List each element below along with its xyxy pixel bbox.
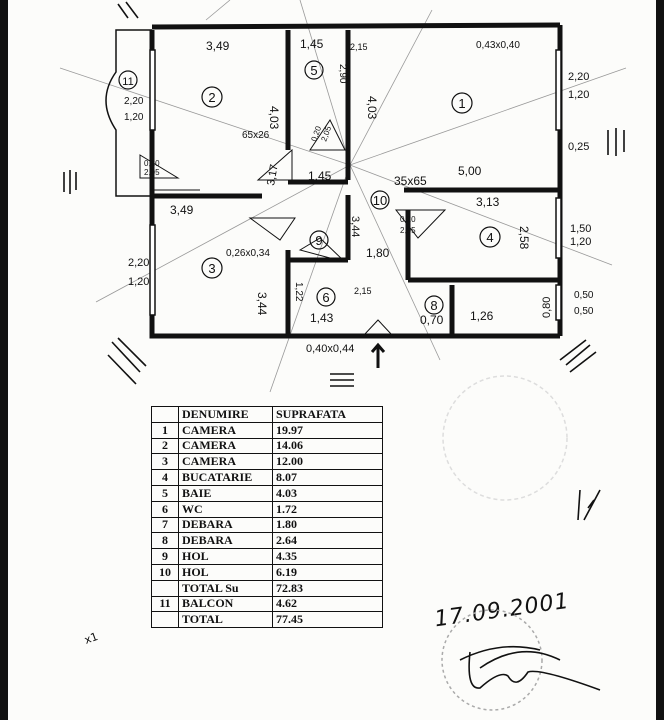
dim-label: 3,44 bbox=[349, 216, 361, 237]
dim-label: 2,58 bbox=[517, 226, 531, 250]
table-header-denumire: DENUMIRE bbox=[178, 406, 273, 423]
table-header-suprafata: SUPRAFATA bbox=[272, 406, 383, 423]
room-number-8: 8 bbox=[430, 298, 437, 313]
dim-label: 3,17 bbox=[265, 163, 281, 186]
dim-label: 3,49 bbox=[170, 203, 194, 217]
dim-label: 2,20 bbox=[568, 71, 589, 83]
check-mark bbox=[577, 489, 601, 521]
dim-label: 2,05 bbox=[319, 124, 333, 142]
floor-plan: 1 2 3 4 5 6 8 9 10 11 3,49 4,03 1,45 2,9… bbox=[59, 0, 627, 393]
dim-label: 1,50 bbox=[570, 223, 591, 235]
dim-label: 0,43x0,40 bbox=[476, 40, 520, 51]
room-number-5: 5 bbox=[310, 63, 317, 78]
dim-label: 2,15 bbox=[350, 42, 368, 52]
scan-edge-left bbox=[0, 0, 8, 720]
dim-label: 2,05 bbox=[400, 226, 416, 235]
signature bbox=[459, 645, 601, 691]
room-number-6: 6 bbox=[322, 290, 329, 305]
dim-label: 1,20 bbox=[568, 89, 589, 101]
room-number-9: 9 bbox=[315, 233, 322, 248]
dim-label: 0,25 bbox=[568, 141, 589, 153]
dim-label: 5,00 bbox=[458, 164, 482, 178]
room-number-1: 1 bbox=[458, 96, 465, 111]
dim-label: 1,80 bbox=[366, 246, 390, 260]
scan-edge-right bbox=[656, 0, 664, 720]
room-number-10: 10 bbox=[373, 193, 387, 208]
dim-label: 0,20 bbox=[400, 215, 416, 224]
dim-label: 0,20 bbox=[144, 159, 160, 168]
room-number-4: 4 bbox=[486, 230, 493, 245]
dim-label: 2,15 bbox=[354, 286, 372, 296]
dim-label: 0,40x0,44 bbox=[306, 343, 354, 355]
door-markers bbox=[139, 119, 447, 336]
dim-label: 1,26 bbox=[470, 309, 494, 323]
margin-mark: x1 bbox=[83, 630, 100, 647]
dim-label: 1,20 bbox=[128, 276, 149, 288]
dim-label: 4,03 bbox=[267, 106, 281, 130]
dim-label: 0,50 bbox=[574, 306, 594, 317]
room-number-3: 3 bbox=[208, 261, 215, 276]
table-header-nr bbox=[151, 406, 179, 423]
dim-label: 1,22 bbox=[293, 282, 304, 302]
dim-label: 65x26 bbox=[242, 130, 270, 141]
dim-label: 1,20 bbox=[570, 236, 591, 248]
dim-label: 0,70 bbox=[420, 313, 444, 327]
dim-label: 1,43 bbox=[310, 311, 334, 325]
room-number-11: 11 bbox=[122, 76, 133, 88]
dim-label: 1,45 bbox=[300, 37, 324, 51]
handwritten-date: 17.09.2001 bbox=[432, 588, 572, 633]
dim-label: 3,13 bbox=[476, 195, 500, 209]
dim-label: 0,80 bbox=[541, 297, 553, 318]
dim-label: 35x65 bbox=[394, 174, 427, 188]
survey-lines bbox=[59, 0, 627, 393]
dim-label: 2,90 bbox=[337, 64, 348, 84]
dim-label: 2,20 bbox=[128, 257, 149, 269]
table-header-row: DENUMIRE SUPRAFATA bbox=[151, 406, 383, 423]
dim-label: 2,05 bbox=[144, 168, 160, 177]
room-number-2: 2 bbox=[208, 90, 215, 105]
dim-label: 4,03 bbox=[365, 96, 379, 120]
dim-label: 1,45 bbox=[308, 169, 332, 183]
dim-label: 1,20 bbox=[124, 112, 144, 123]
dim-label: 3,44 bbox=[255, 292, 269, 316]
dim-label: 0,26x0,34 bbox=[226, 248, 270, 259]
dim-label: 3,49 bbox=[206, 39, 230, 53]
hatch-marks bbox=[63, 1, 625, 387]
dim-label: 0,50 bbox=[574, 290, 594, 301]
dim-label: 2,20 bbox=[124, 96, 144, 107]
